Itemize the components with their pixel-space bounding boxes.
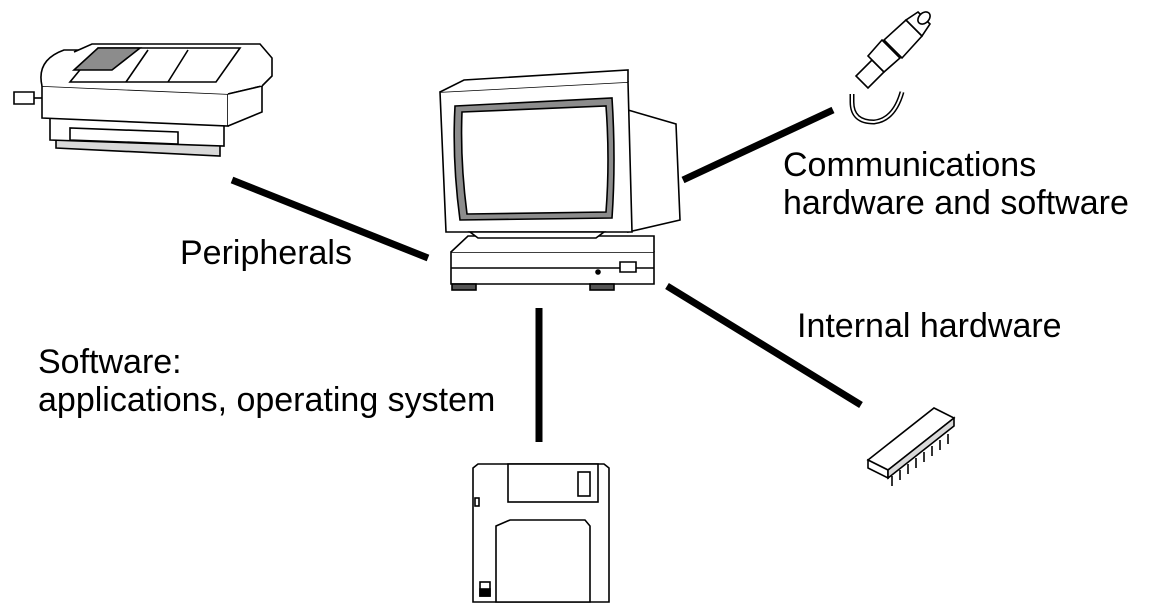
cable-connector-icon (849, 10, 932, 125)
internal-hardware-label-text: Internal hardware (797, 307, 1062, 345)
peripherals-label: Peripherals (180, 234, 352, 272)
communications-label-line2: hardware and software (783, 184, 1129, 222)
connector-peripherals (230, 176, 430, 262)
peripherals-label-text: Peripherals (180, 234, 352, 272)
software-label-line2: applications, operating system (38, 381, 496, 419)
chip-icon (866, 407, 956, 486)
software-label: Software: applications, operating system (38, 343, 495, 419)
communications-label: Communications hardware and software (783, 146, 1129, 222)
computer-icon (439, 69, 681, 291)
floppy-disk-icon (472, 463, 610, 603)
connector-internal (665, 283, 863, 408)
internal-hardware-label: Internal hardware (797, 307, 1062, 345)
connector-lines (230, 106, 863, 442)
communications-label-line1: Communications (783, 146, 1037, 184)
printer-icon (13, 43, 273, 157)
connector-communications (681, 106, 835, 184)
software-label-line1: Software: (38, 343, 182, 381)
